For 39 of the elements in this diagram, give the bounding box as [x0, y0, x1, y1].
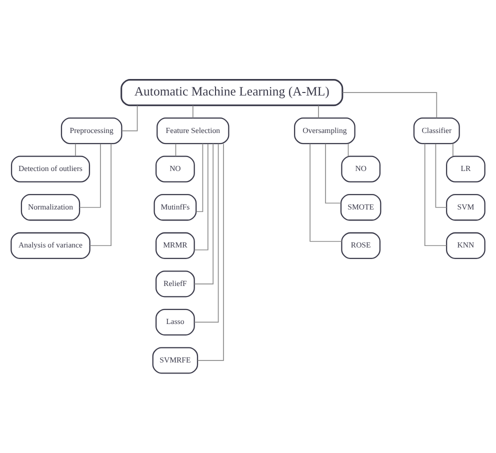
connector	[175, 143, 176, 157]
node-box: SMOTE	[340, 194, 382, 221]
connector	[310, 143, 342, 242]
node-box: SVM	[446, 194, 486, 221]
node-box: Normalization	[20, 194, 80, 221]
node-box: Classifier	[413, 118, 460, 144]
connector	[79, 143, 101, 208]
node-box: Preprocessing	[60, 118, 122, 144]
node-box: NO	[156, 156, 195, 182]
connector	[194, 143, 214, 284]
connector	[194, 143, 219, 323]
node-box: Detection of outliers	[10, 156, 90, 182]
node-box: LR	[446, 156, 486, 182]
connector	[348, 143, 349, 157]
node-box: Feature Selection	[156, 118, 230, 144]
node-box: KNN	[446, 232, 486, 259]
node-box: MutinfFs	[154, 194, 197, 221]
connector	[197, 143, 224, 361]
node-box: Analysis of variance	[10, 232, 90, 259]
connector	[435, 143, 447, 208]
node-box: ReliefF	[156, 270, 195, 298]
connector	[325, 143, 342, 204]
connector	[318, 105, 319, 118]
connector	[75, 143, 76, 157]
connector	[342, 92, 438, 118]
connector	[121, 105, 138, 132]
connector	[89, 143, 112, 246]
node-box: Oversampling	[294, 118, 356, 144]
node-box: Automatic Machine Learning (A-ML)	[120, 79, 344, 106]
node-box: Lasso	[156, 308, 195, 336]
node-box: SVMRFE	[152, 347, 198, 374]
node-box: ROSE	[341, 232, 381, 259]
node-box: MRMR	[156, 232, 195, 259]
node-box: NO	[341, 156, 381, 182]
connector	[194, 143, 208, 250]
connector	[424, 143, 447, 246]
connector	[196, 143, 204, 212]
connector	[192, 105, 194, 118]
connector	[452, 143, 454, 157]
